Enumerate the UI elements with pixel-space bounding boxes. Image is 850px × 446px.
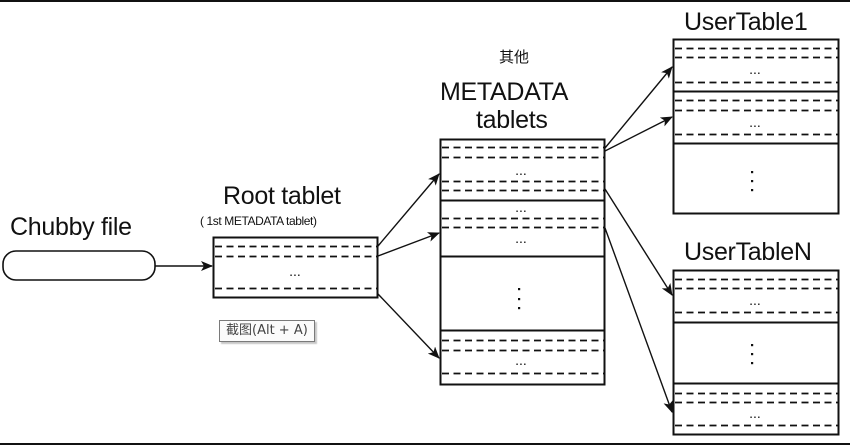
metadata-tablets-box [439, 138, 606, 386]
user-table-1-outline [672, 38, 840, 215]
root-tablet-title: Root tablet [223, 182, 341, 210]
metadata-ellipsis: ... [515, 199, 527, 215]
edges [155, 66, 673, 413]
metadata-title-line2: tablets [476, 106, 548, 134]
arrow-metadata-to-usertablen-a [604, 188, 673, 296]
user-table-n-box [672, 269, 840, 436]
vertical-ellipses [518, 171, 754, 365]
root-tablet-subtitle: ( 1st METADATA tablet) [200, 214, 317, 228]
arrow-metadata-to-usertable1-a [604, 66, 673, 149]
user-table-n-outline [672, 269, 840, 436]
arrow-root-to-metadata-2 [377, 232, 440, 257]
user-table-n-ellipsis: ... [749, 405, 761, 421]
metadata-ellipsis: ... [515, 162, 527, 178]
metadata-title-line1: METADATA [440, 78, 569, 106]
user-table-n-vertical-ellipsis [751, 344, 754, 365]
arrow-root-to-metadata-1 [377, 173, 440, 247]
metadata-vertical-ellipsis [518, 288, 521, 310]
chubby-file-node [2, 250, 156, 281]
root-tablet-ellipsis: ... [289, 263, 301, 279]
arrow-metadata-to-usertablen-b [604, 227, 673, 413]
chubby-file-shape [2, 250, 156, 281]
bottom-border-line [0, 443, 850, 445]
user-table-n-ellipsis: ... [749, 292, 761, 308]
user-table-1-box [672, 38, 840, 215]
root-tablet-box [212, 236, 379, 299]
arrow-metadata-to-usertable1-b [604, 116, 673, 152]
root-tablet-outline [212, 236, 379, 299]
screenshot-shortcut-tooltip: 截图(Alt + A) [219, 320, 315, 342]
user-table-1-ellipsis: ... [749, 61, 761, 77]
top-border-line [0, 0, 850, 2]
ellipses: ... ... ... ... ... ... ... ... ... [289, 61, 761, 421]
metadata-prefix-label: 其他 [499, 48, 530, 66]
user-table-1-title: UserTable1 [684, 8, 808, 36]
metadata-ellipsis: ... [515, 352, 527, 368]
user-table-1-vertical-ellipsis [751, 171, 754, 192]
user-table-1-ellipsis: ... [749, 114, 761, 130]
metadata-ellipsis: ... [515, 230, 527, 246]
arrow-root-to-metadata-3 [377, 293, 440, 359]
user-table-n-title: UserTableN [684, 238, 812, 266]
chubby-file-label: Chubby file [10, 213, 132, 241]
metadata-tablets-outline [439, 138, 606, 386]
